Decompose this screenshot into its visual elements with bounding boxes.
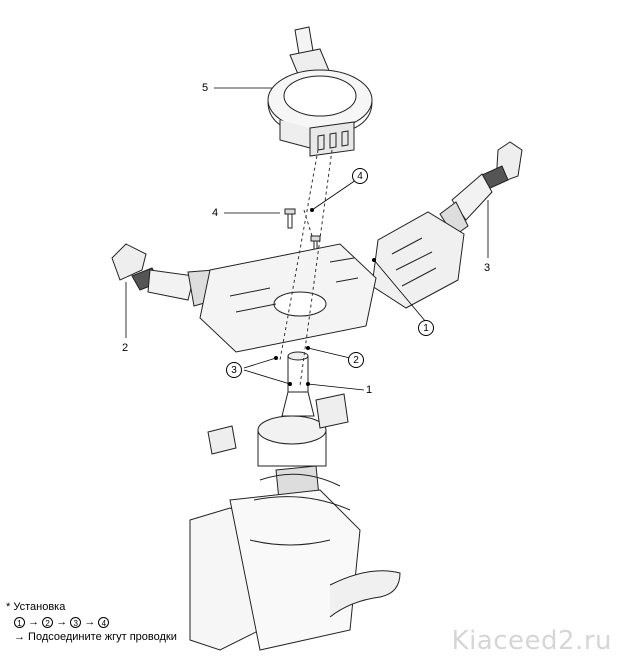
callout-step-3: 3 — [226, 362, 242, 378]
notes-instruction: → Подсоедините жгут проводки — [14, 631, 177, 643]
callout-step-4: 4 — [352, 168, 368, 184]
notes-title: * Установка — [6, 601, 66, 613]
installation-notes: * Установка 1 → 2 → 3 → 4 → Подсоедините… — [6, 600, 177, 645]
callout-part-2: 2 — [122, 342, 129, 354]
callout-part-4: 4 — [212, 207, 219, 219]
steering-shaft — [281, 351, 315, 417]
callout-part-1: 1 — [366, 384, 373, 396]
sequence-arrow: → — [84, 616, 96, 628]
sequence-arrow: → — [28, 616, 40, 628]
light-switch-lever — [111, 243, 223, 307]
leader-lines — [125, 87, 489, 391]
sequence-arrow: → — [56, 616, 68, 628]
leader-dots — [274, 208, 376, 386]
callout-step-2: 2 — [348, 352, 364, 368]
sequence-step: 4 — [98, 616, 110, 628]
steering-column — [189, 393, 401, 651]
sequence-step: 2 — [42, 616, 54, 628]
exploded-axis-lines — [279, 149, 333, 387]
multifunction-switch-body — [199, 243, 377, 353]
notes-sequence: 1 → 2 → 3 → 4 — [6, 615, 177, 630]
callout-part-3: 3 — [484, 262, 491, 274]
sequence-step: 3 — [70, 616, 82, 628]
callout-step-1: 1 — [418, 320, 434, 336]
screw — [284, 208, 296, 229]
callout-part-5: 5 — [202, 82, 209, 94]
sequence-step: 1 — [14, 616, 25, 628]
watermark: Kiaceed2.ru — [451, 626, 612, 656]
clock-spring — [267, 26, 373, 157]
wiper-switch-lever — [371, 141, 523, 309]
